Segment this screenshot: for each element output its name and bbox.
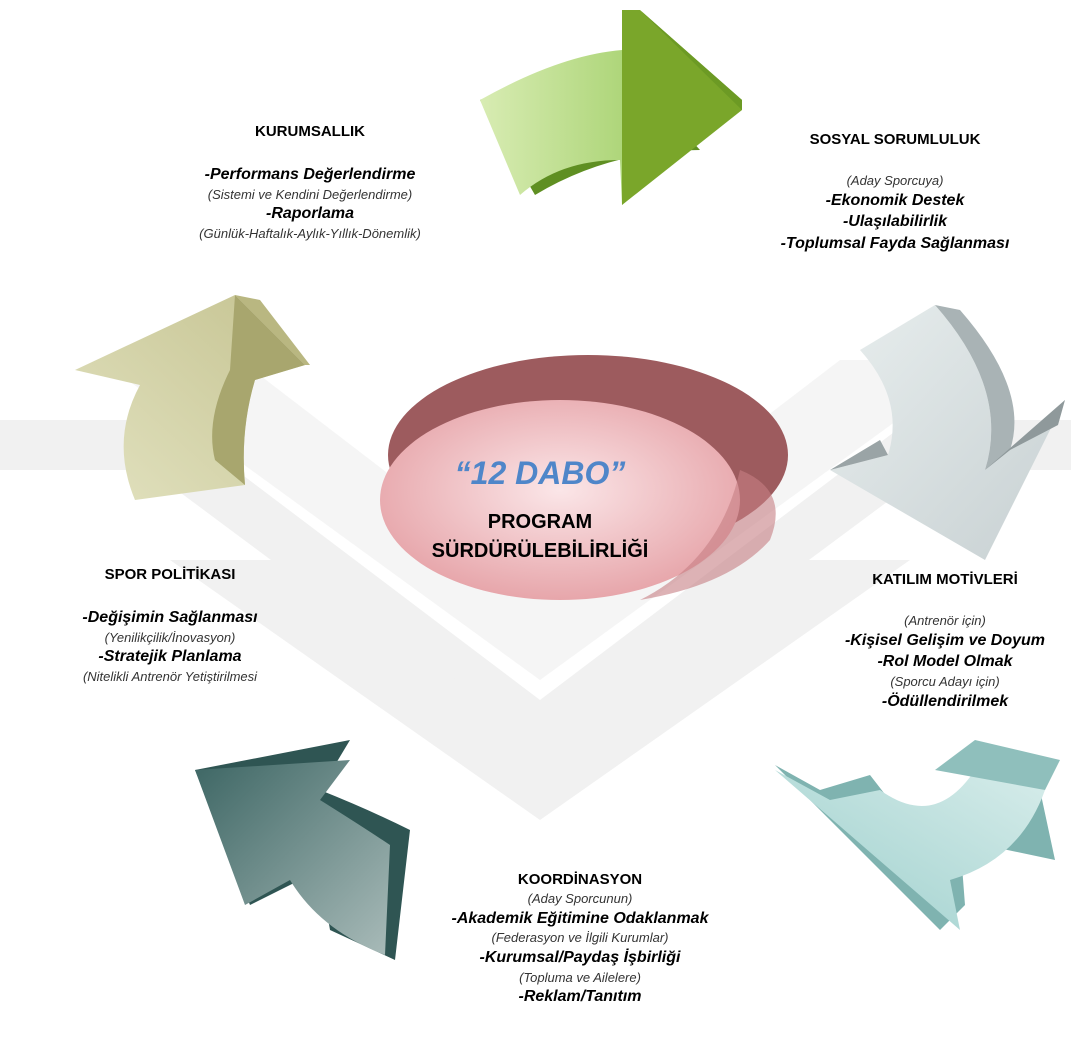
sosyal-item-ulasilabilirlik: -Ulaşılabilirlik bbox=[842, 213, 948, 231]
sosyal-sorumluluk-block: SOSYAL SORUMLULUK (Aday Sporcuya) -Ekono… bbox=[740, 130, 1050, 255]
olive-arrow-icon bbox=[75, 295, 310, 500]
kurumsallik-item-raporlama: -Raporlama bbox=[265, 205, 355, 223]
spor-politikasi-block: SPOR POLİTİKASI -Değişimin Sağlanması (Y… bbox=[20, 565, 320, 686]
kurumsallik-note-donem: (Günlük-Haftalık-Aylık-Yıllık-Dönemlik) bbox=[199, 225, 421, 241]
koordinasyon-item-reklam: -Reklam/Tanıtım bbox=[518, 988, 642, 1006]
katilim-note-sporcu: (Sporcu Adayı için) bbox=[890, 673, 1000, 689]
koordinasyon-item-isbirligi: -Kurumsal/Paydaş İşbirliği bbox=[479, 948, 681, 966]
center-ellipse bbox=[380, 355, 788, 600]
kurumsallik-item-performans: -Performans Değerlendirme bbox=[204, 166, 416, 184]
sosyal-heading: SOSYAL SORUMLULUK bbox=[809, 131, 981, 148]
center-subtitle: PROGRAM SÜRDÜRÜLEBİLİRLİĞİ bbox=[400, 508, 680, 566]
katilim-item-rol-model: -Rol Model Olmak bbox=[877, 653, 1013, 671]
sosyal-item-toplumsal: -Toplumsal Fayda Sağlanması bbox=[780, 234, 1010, 252]
koordinasyon-item-akademik: -Akademik Eğitimine Odaklanmak bbox=[451, 909, 709, 927]
spor-heading: SPOR POLİTİKASI bbox=[104, 566, 236, 583]
katilim-note-antrenor: (Antrenör için) bbox=[904, 613, 986, 629]
center-title: “12 DABO” bbox=[454, 455, 626, 491]
kurumsallik-heading: KURUMSALLIK bbox=[255, 123, 365, 140]
green-arrow-icon bbox=[480, 10, 742, 205]
center-subtitle-line1: PROGRAM bbox=[487, 511, 593, 533]
spor-item-stratejik: -Stratejik Planlama bbox=[98, 648, 242, 666]
koordinasyon-note-sporcu: (Aday Sporcunun) bbox=[527, 891, 633, 907]
koordinasyon-note-federasyon: (Federasyon ve İlgili Kurumlar) bbox=[491, 930, 669, 946]
katilim-item-kisisel: -Kişisel Gelişim ve Doyum bbox=[844, 631, 1046, 649]
spor-item-degisim: -Değişimin Sağlanması bbox=[82, 609, 258, 627]
sosyal-note-aday: (Aday Sporcuya) bbox=[846, 173, 944, 189]
katilim-item-odul: -Ödüllendirilmek bbox=[881, 692, 1009, 710]
kurumsallik-note-sistem: (Sistemi ve Kendini Değerlendirme) bbox=[207, 186, 413, 202]
koordinasyon-note-toplum: (Topluma ve Ailelere) bbox=[519, 969, 641, 985]
koordinasyon-heading: KOORDİNASYON bbox=[517, 871, 643, 888]
spor-note-antrenor: (Nitelikli Antrenör Yetiştirilmesi bbox=[82, 668, 258, 684]
gray-arrow-icon bbox=[830, 305, 1065, 560]
katilim-heading: KATILIM MOTİVLERİ bbox=[872, 571, 1018, 588]
spor-note-yenilikcilik: (Yenilikçilik/İnovasyon) bbox=[104, 629, 236, 645]
teal-arrow-icon bbox=[775, 740, 1060, 930]
katilim-motivleri-block: KATILIM MOTİVLERİ (Antrenör için) -Kişis… bbox=[820, 570, 1070, 712]
center-subtitle-line2: SÜRDÜRÜLEBİLİRLİĞİ bbox=[431, 540, 649, 562]
koordinasyon-block: KOORDİNASYON (Aday Sporcunun) -Akademik … bbox=[410, 870, 750, 1008]
sosyal-item-ekonomik: -Ekonomik Destek bbox=[825, 191, 965, 209]
kurumsallik-block: KURUMSALLIK -Performans Değerlendirme (S… bbox=[140, 122, 480, 243]
dark-teal-arrow-icon bbox=[195, 740, 410, 960]
